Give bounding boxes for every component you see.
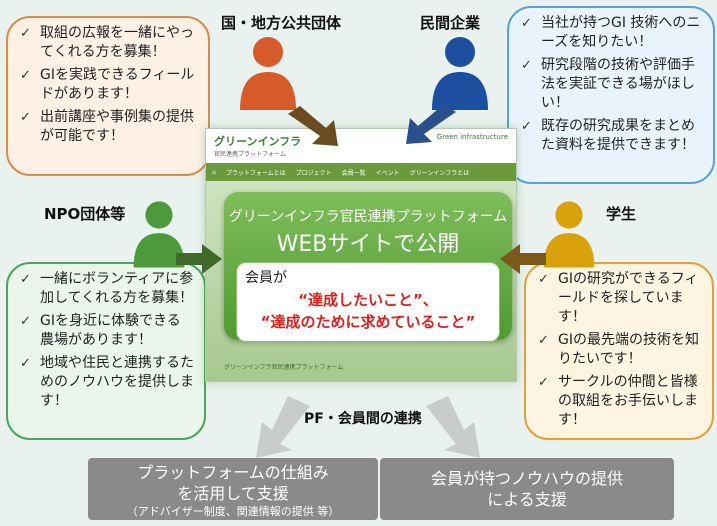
list-item: ✓GIの研究ができるフィールドを探しています！ [538, 271, 699, 325]
panel-subtitle: グリーンインフラ官民連携プラットフォーム [228, 209, 508, 225]
panel-title: WEBサイトで公開 [276, 232, 460, 257]
arrow-student-icon [500, 244, 546, 274]
check-icon: ✓ [538, 272, 549, 287]
list-item: ✓当社が持つGI 技術へのニーズを知りたい！ [521, 15, 701, 50]
arrow-government-icon [288, 106, 338, 146]
private-bubble: ✓当社が持つGI 技術へのニーズを知りたい！ ✓研究段階の技術や評価手法を実証で… [507, 6, 715, 184]
student-label: 学生 [606, 205, 637, 223]
site-logo-en: Green infrastructure [436, 133, 508, 141]
check-icon: ✓ [20, 356, 31, 371]
list-item: ✓研究段階の技術や評価手法を実証できる場がほしい！ [521, 57, 695, 111]
site-nav-item: 会員一覧 [341, 169, 366, 177]
government-bubble: ✓取組の広報を一緒にやってくれる方を募集！ ✓GIを実践できるフィールドがありま… [6, 16, 210, 176]
platform-support-line-3: （アドバイザー制度、関連情報の提供 等） [126, 505, 340, 518]
list-item: ✓出前講座や事例集の提供が可能です！ [20, 109, 194, 144]
knowhow-support-line-1: 会員が持つノウハウの提供 [430, 469, 623, 488]
list-item: ✓GIを身近に体験できる農場があります！ [20, 313, 181, 348]
private-label: 民間企業 [420, 14, 481, 32]
list-item: ✓GIを実践できるフィールドがあります！ [20, 67, 195, 102]
message-box: 会員が “達成したいこと”、 “達成のために求めていること” [236, 262, 500, 342]
list-item: ✓取組の広報を一緒にやってくれる方を募集！ [20, 25, 194, 60]
list-item: ✓サークルの仲間と皆様の取組をお手伝いします！ [538, 374, 698, 428]
npo-bubble: ✓一緒にボランティアに参加してくれる方を募集！ ✓GIを身近に体験できる農場があ… [6, 262, 206, 440]
government-person-icon [240, 37, 296, 110]
message-quote-2: “達成のために求めていること” [260, 313, 476, 331]
list-item: ✓地域や住民と連携するためのノウハウを提供します！ [20, 355, 194, 409]
message-quote-1: “達成したいこと”、 [298, 291, 438, 309]
platform-support-box: プラットフォームの仕組み を活用して支援 （アドバイザー制度、関連情報の提供 等… [88, 458, 378, 520]
student-person-icon [543, 201, 595, 268]
check-icon: ✓ [521, 58, 532, 73]
check-icon: ✓ [521, 16, 532, 31]
private-person-icon [432, 37, 488, 110]
npo-label: NPO団体等 [44, 205, 126, 223]
check-icon: ✓ [521, 119, 532, 134]
check-icon: ✓ [538, 375, 549, 390]
arrow-down-left-icon [256, 396, 310, 458]
npo-person-icon [133, 201, 185, 268]
check-icon: ✓ [20, 314, 31, 329]
check-icon: ✓ [538, 333, 549, 348]
government-label: 国・地方公共団体 [221, 14, 342, 32]
collaboration-label: PF・会員間の連携 [304, 411, 422, 427]
site-nav-item: プロジェクト [295, 169, 332, 177]
home-icon: ⌂ [212, 168, 216, 176]
arrow-down-right-icon [426, 396, 480, 458]
platform-support-line-1: プラットフォームの仕組み [137, 463, 329, 482]
knowhow-support-line-2: による支援 [487, 490, 567, 509]
site-logo: グリーンインフラ 官民連携プラットフォーム [214, 135, 302, 158]
site-nav-item: プラットフォームとは [225, 169, 286, 177]
message-lead: 会員が [245, 270, 287, 286]
check-icon: ✓ [20, 272, 31, 287]
platform-support-line-2: を活用して支援 [177, 484, 289, 503]
list-item: ✓一緒にボランティアに参加してくれる方を募集！ [20, 271, 194, 306]
list-item: ✓GIの最先端の技術を知りたいです！ [538, 332, 699, 367]
check-icon: ✓ [20, 26, 31, 41]
list-item: ✓既存の研究成果をまとめた資料を提供できます！ [521, 118, 695, 153]
student-bubble: ✓GIの研究ができるフィールドを探しています！ ✓GIの最先端の技術を知りたいで… [524, 262, 714, 440]
check-icon: ✓ [20, 68, 31, 83]
site-nav: ⌂ プラットフォームとは プロジェクト 会員一覧 イベント グリーンインフラとは [206, 163, 516, 181]
site-footer: グリーンインフラ官民連携プラットフォーム [224, 364, 344, 371]
site-nav-item: グリーンインフラとは [409, 169, 470, 177]
arrow-npo-icon [176, 244, 222, 274]
site-nav-item: イベント [375, 169, 400, 177]
arrow-private-icon [406, 104, 456, 144]
check-icon: ✓ [20, 110, 31, 125]
knowhow-support-box: 会員が持つノウハウの提供 による支援 [380, 458, 674, 520]
